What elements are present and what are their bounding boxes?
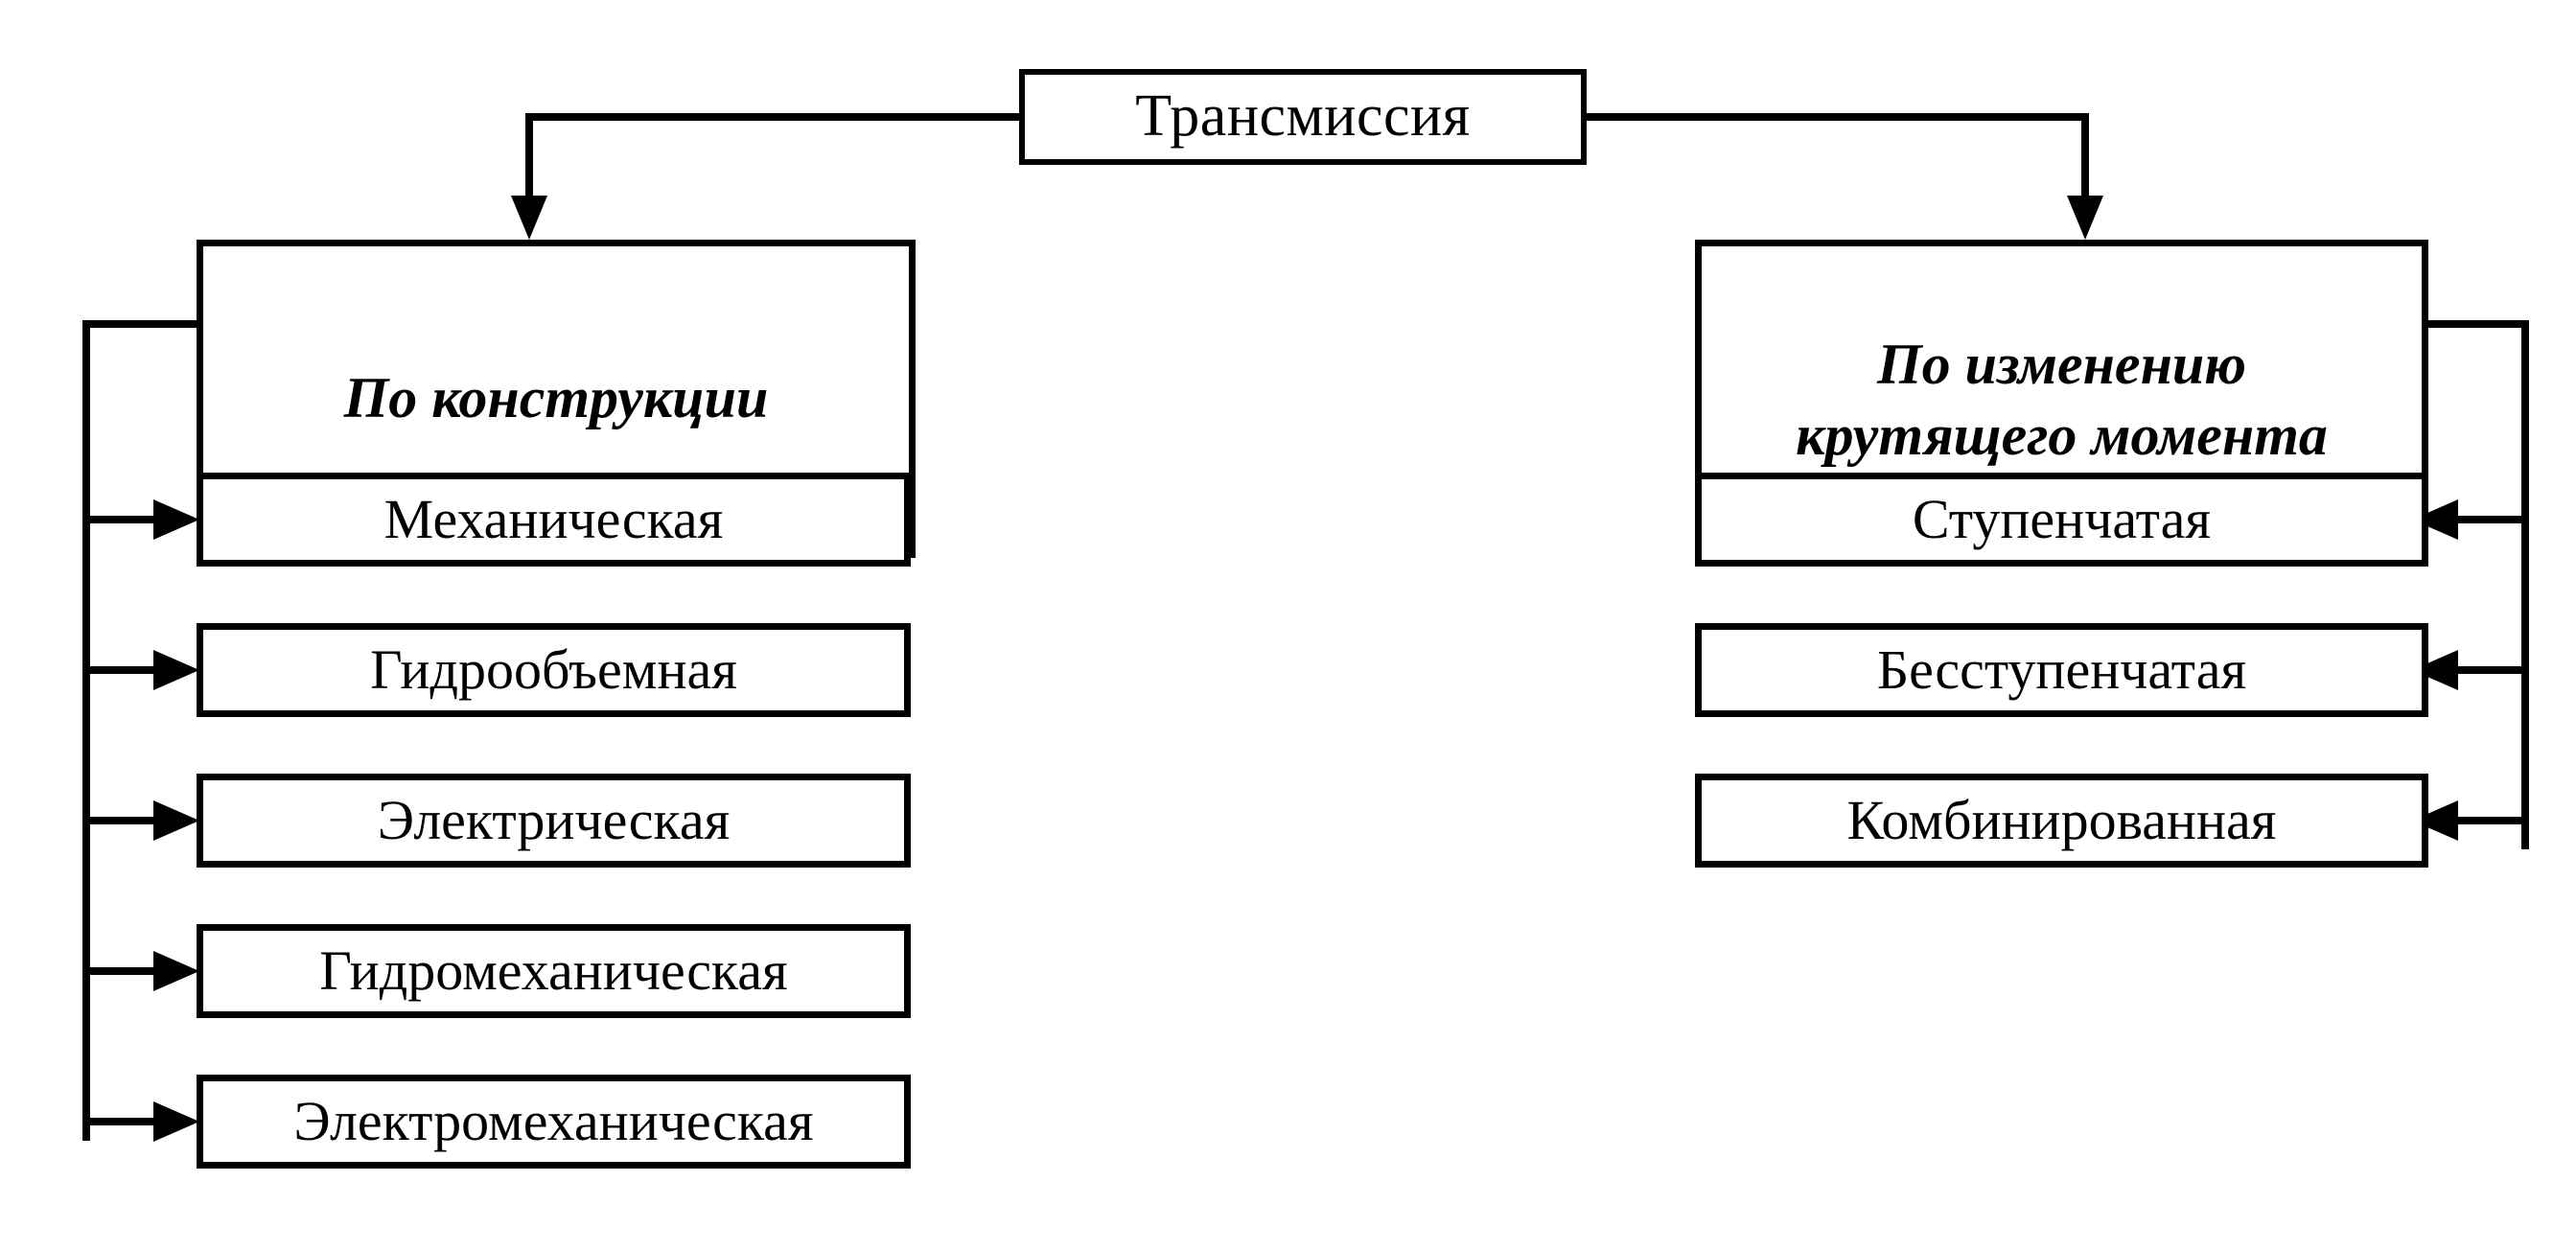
- node-besstupenchataya-label: Бесступенчатая: [1876, 637, 2247, 701]
- connector-right-item-1: [2454, 516, 2529, 523]
- node-by-construction-label: По конструкции: [343, 366, 769, 430]
- connector-right-item-2: [2454, 666, 2529, 674]
- node-mehanicheskaya[interactable]: Механическая: [197, 473, 911, 567]
- node-kombinirovannaya-label: Комбинированная: [1846, 788, 2277, 851]
- arrowhead-right-item-3: [153, 800, 199, 841]
- node-by-torque-change-label: По изменению крутящего момента: [1702, 330, 2422, 470]
- arrowhead-right-item-4: [153, 951, 199, 991]
- connector-root-left-horizontal: [525, 113, 1023, 121]
- connector-left-item-1: [82, 516, 157, 523]
- connector-left-item-5: [82, 1118, 157, 1125]
- connector-right-item-3: [2454, 817, 2529, 824]
- node-elektricheskaya[interactable]: Электрическая: [197, 774, 911, 868]
- arrowhead-right-item-1: [153, 499, 199, 540]
- node-gidromehanicheskaya-label: Гидромеханическая: [319, 938, 788, 1002]
- node-gidroobemnaya[interactable]: Гидрообъемная: [197, 623, 911, 717]
- connector-left-bus-top: [82, 320, 202, 328]
- arrowhead-right-item-2: [153, 650, 199, 690]
- connector-left-item-2: [82, 666, 157, 674]
- node-gidromehanicheskaya[interactable]: Гидромеханическая: [197, 924, 911, 1018]
- connector-root-left-vertical: [525, 113, 533, 197]
- arrowhead-right-item-5: [153, 1101, 199, 1142]
- connector-left-item-3: [82, 817, 157, 824]
- node-transmission[interactable]: Трансмиссия: [1019, 69, 1587, 165]
- node-besstupenchataya[interactable]: Бесступенчатая: [1695, 623, 2428, 717]
- node-transmission-label: Трансмиссия: [1135, 83, 1471, 150]
- arrowhead-down-left-branch: [511, 196, 547, 240]
- node-stupenchataya-label: Ступенчатая: [1912, 487, 2212, 550]
- node-elektromehanicheskaya[interactable]: Электромеханическая: [197, 1075, 911, 1169]
- connector-root-right-horizontal: [1583, 113, 2089, 121]
- connector-left-item-4: [82, 967, 157, 975]
- node-kombinirovannaya[interactable]: Комбинированная: [1695, 774, 2428, 868]
- connector-right-bus-vertical: [2521, 320, 2529, 849]
- arrowhead-down-right-branch: [2067, 196, 2103, 240]
- connector-left-bus-vertical: [82, 320, 90, 1141]
- node-by-torque-change-line1: По изменению: [1876, 333, 2247, 397]
- node-elektromehanicheskaya-label: Электромеханическая: [293, 1089, 814, 1152]
- node-gidroobemnaya-label: Гидрообъемная: [370, 637, 737, 701]
- node-stupenchataya[interactable]: Ступенчатая: [1695, 473, 2428, 567]
- node-mehanicheskaya-label: Механическая: [383, 487, 724, 550]
- node-elektricheskaya-label: Электрическая: [377, 788, 731, 851]
- connector-root-right-vertical: [2081, 113, 2089, 197]
- node-by-torque-change-line2: крутящего момента: [1796, 403, 2328, 467]
- connector-right-bus-top: [2423, 320, 2529, 328]
